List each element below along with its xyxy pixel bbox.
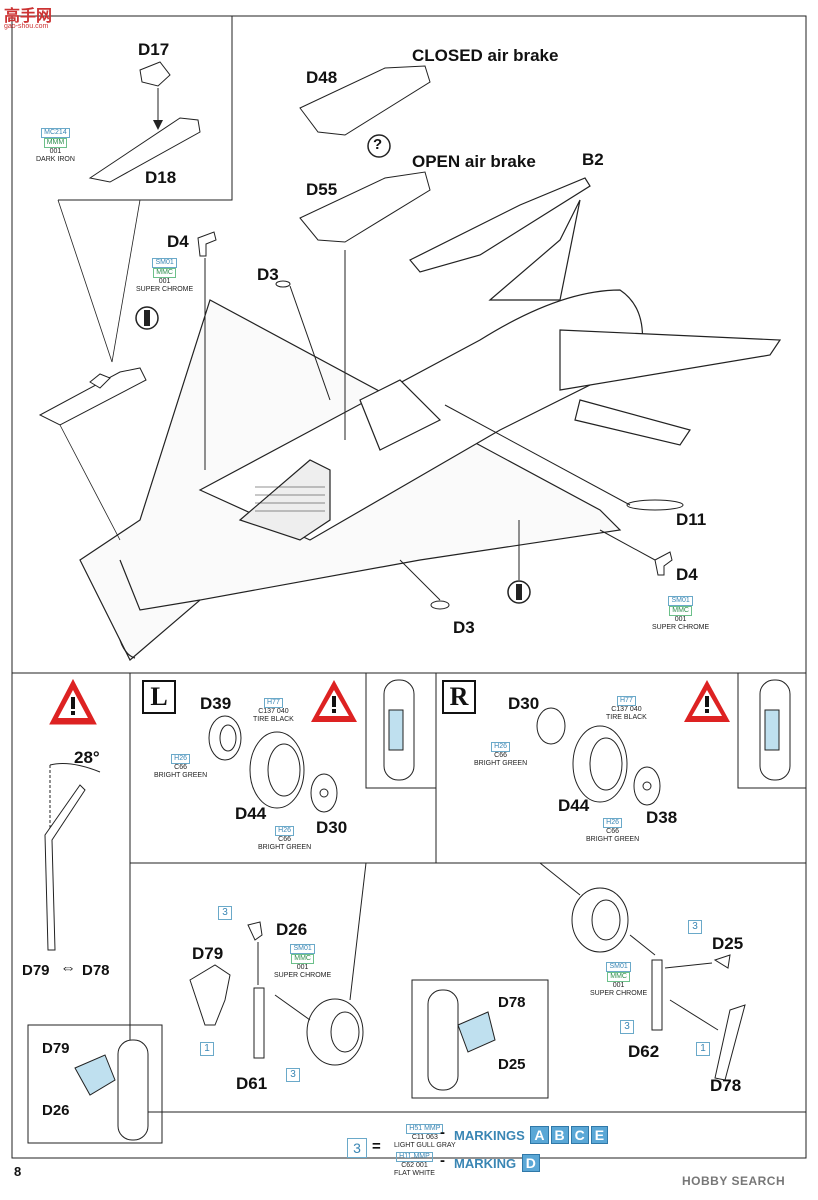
label-d18: D18 [145, 168, 177, 187]
part-d48 [299, 65, 431, 136]
part-d17 [139, 61, 171, 87]
step-box: 1 [696, 1042, 710, 1056]
paint-bright-green-right-1: H26 C66 BRIGHT GREEN [474, 742, 528, 767]
inset-tire-right [427, 989, 496, 1091]
label-d78-swap: D78 [82, 962, 110, 979]
paint-flat-white: H11 MMP C62 001 FLAT WHITE [394, 1152, 435, 1177]
legend-box: 3 [347, 1138, 367, 1158]
gear-leg-side-view [44, 763, 101, 951]
label-d11: D11 [676, 510, 707, 529]
wheel-d30-left [310, 773, 338, 813]
warning-icon [311, 680, 357, 722]
inset-frame-d79 [27, 1024, 163, 1144]
paint-light-gull-gray: H51 MMP C11 063 LIGHT GULL GRAY [394, 1124, 456, 1149]
label-inset-d79: D79 [42, 1040, 70, 1057]
label-d62: D62 [628, 1042, 660, 1061]
wheel-d39 [208, 715, 242, 761]
label-d44-right: D44 [558, 796, 590, 815]
paint-bright-green-left-1: H26 C66 BRIGHT GREEN [154, 754, 208, 779]
label-d26: D26 [276, 920, 308, 939]
drill-icon [135, 306, 531, 604]
label-d30-right: D30 [508, 694, 540, 713]
label-d61: D61 [236, 1074, 268, 1093]
label-inset-d26: D26 [42, 1102, 70, 1119]
part-d18-inset [38, 367, 147, 426]
inset-frame-d17 [12, 15, 233, 201]
label-d38: D38 [646, 808, 678, 827]
paint-dark-iron: MC214 MMM 001 DARK IRON [36, 128, 75, 163]
legend-dash-2: - [440, 1152, 445, 1169]
part-d18 [88, 117, 201, 183]
page-frame [11, 15, 807, 1159]
label-d4-top: D4 [167, 232, 189, 251]
legend-dash-1: - [440, 1124, 445, 1141]
site-logo: 高手网 gao-shou.com [4, 8, 53, 30]
label-d79: D79 [192, 944, 224, 963]
label-d3-bottom: D3 [453, 618, 475, 637]
paint-super-chrome-right: SM01 MMC 001 SUPER CHROME [652, 596, 710, 631]
paint-bright-green-right-2: H26 C66 BRIGHT GREEN [586, 818, 640, 843]
fuselage-drawing [79, 177, 782, 661]
legend-marking-row: MARKING D [454, 1154, 540, 1172]
badge-right: R [442, 680, 476, 714]
swap-icon: ⇔ [60, 960, 76, 977]
step-box: 3 [620, 1020, 634, 1034]
label-d39: D39 [200, 694, 232, 713]
part-d11 [626, 499, 684, 511]
label-d17: D17 [138, 40, 170, 59]
paint-tire-black-right: H77 C137 040 TIRE BLACK [606, 696, 647, 721]
gear-assembly-left [189, 921, 364, 1066]
label-d78-right: D78 [710, 1076, 742, 1095]
paint-super-chrome-right-gear: SM01 MMC 001 SUPER CHROME [590, 962, 648, 997]
gear-assembly-right [571, 887, 746, 1081]
label-d3-top: D3 [257, 265, 279, 284]
label-d25-right: D25 [712, 934, 744, 953]
question-mark: ? [373, 136, 383, 153]
step-box: 1 [200, 1042, 214, 1056]
wheel-d44-right [572, 725, 628, 803]
warning-icon [684, 680, 730, 722]
hobby-search-watermark: HOBBY SEARCH [682, 1174, 786, 1188]
paint-super-chrome-top: SM01 MMC 001 SUPER CHROME [136, 258, 194, 293]
label-d48: D48 [306, 68, 338, 87]
part-d3-bottom [430, 600, 450, 610]
badge-left: L [142, 680, 176, 714]
label-d4-right: D4 [676, 565, 698, 584]
step-box: 3 [688, 920, 702, 934]
page-number: 8 [14, 1164, 22, 1179]
tire-front-view [383, 679, 791, 781]
part-d55 [299, 171, 431, 243]
legend-equals: = [372, 1138, 381, 1155]
paint-super-chrome-left: SM01 MMC 001 SUPER CHROME [274, 944, 332, 979]
part-d4-right [654, 551, 673, 576]
label-d30-left: D30 [316, 818, 348, 837]
label-d55: D55 [306, 180, 338, 199]
paint-bright-green-left-2: H26 C66 BRIGHT GREEN [258, 826, 312, 851]
label-angle: 28° [74, 748, 100, 767]
wheel-d44-left [249, 731, 305, 809]
wheel-d38 [633, 766, 661, 806]
wheel-d30-right [536, 707, 566, 745]
paint-tire-black-left: H77 C137 040 TIRE BLACK [253, 698, 294, 723]
step-box: 3 [286, 1068, 300, 1082]
inset-frame-d78 [411, 979, 549, 1099]
label-b2: B2 [582, 150, 604, 169]
part-d4-top [197, 231, 217, 257]
label-d79-swap: D79 [22, 962, 50, 979]
step-box: 3 [218, 906, 232, 920]
warning-icon [49, 678, 97, 725]
question-icon [367, 134, 391, 158]
label-open-air-brake: OPEN air brake [412, 152, 536, 171]
label-inset-d78: D78 [498, 994, 526, 1011]
label-inset-d25: D25 [498, 1056, 526, 1073]
inset-tire-left [74, 1039, 149, 1141]
label-d44-left: D44 [235, 804, 267, 823]
label-closed-air-brake: CLOSED air brake [412, 46, 559, 65]
